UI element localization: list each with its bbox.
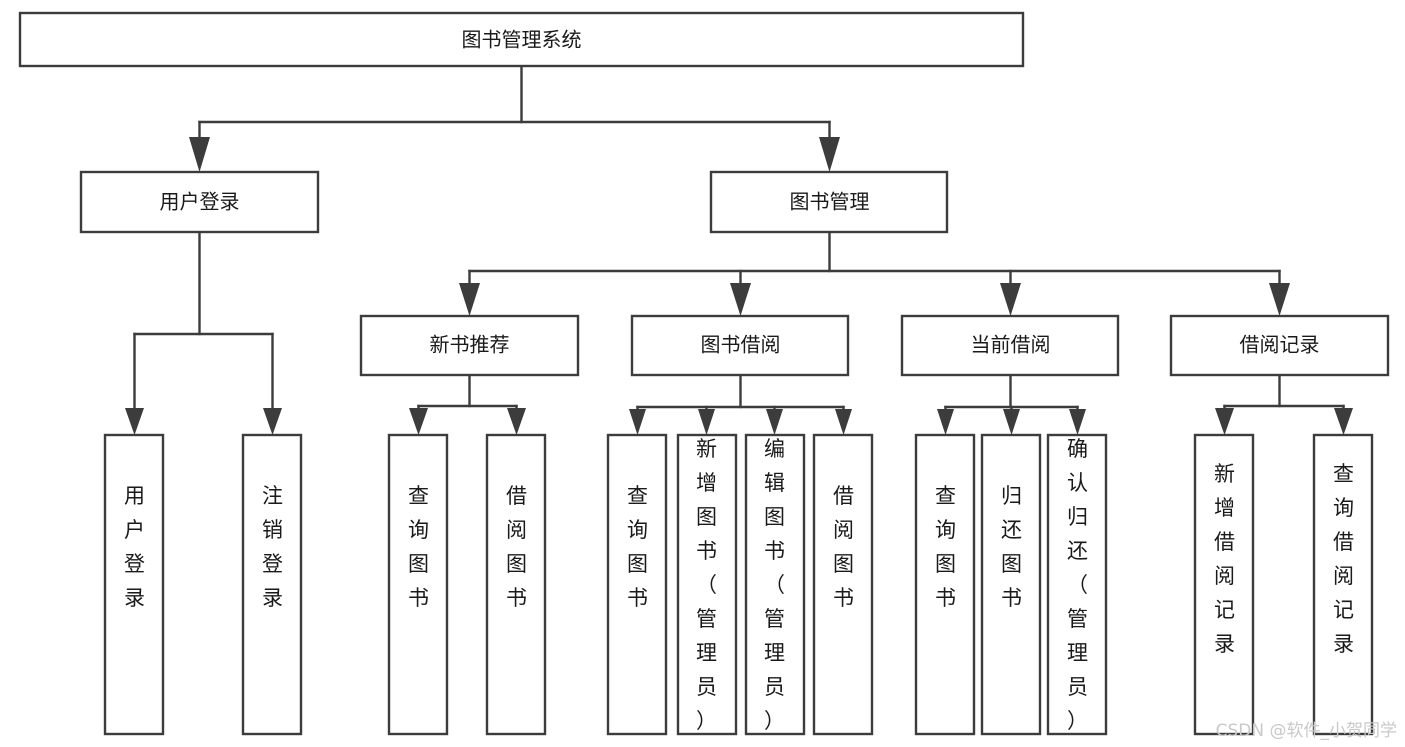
node-book-manage[interactable]: 图书管理 [709,170,949,234]
node-borrow-record[interactable]: 借阅记录 [1169,314,1390,377]
node-leaf-borrow-book[interactable]: 借阅图书 [812,433,874,736]
node-leaf-add-book[interactable]: 新增图书（管理员） [676,433,738,736]
node-book-borrow-box[interactable] [630,314,850,377]
node-leaf-borrow-book-label: 借阅图书 [833,484,854,610]
watermark-text: CSDN @软件_小贺同学 [1215,721,1397,741]
node-leaf-confirm-return-box[interactable] [1046,433,1108,736]
node-user-login-box[interactable] [79,170,320,234]
node-leaf-logout-box[interactable] [241,433,303,736]
node-leaf-query-book-borrow-box[interactable] [606,433,668,736]
leaf-node-layer: 用户登录 注销登录 查询图书 借阅图书 查询图书 新增图书（管理员） [103,433,1374,736]
node-leaf-borrow-book-rec-box[interactable] [485,433,547,736]
node-root[interactable]: 图书管理系统 [18,11,1025,68]
arrow-icon-leaf-logout [263,408,282,435]
node-leaf-return-book-label: 归还图书 [1001,484,1022,610]
node-leaf-confirm-return[interactable]: 确认归还（管理员） [1046,433,1108,736]
node-leaf-borrow-book-rec-label: 借阅图书 [506,484,527,610]
node-leaf-query-book-rec[interactable]: 查询图书 [387,433,449,736]
node-leaf-user-login[interactable]: 用户登录 [103,433,165,736]
node-leaf-return-book-box[interactable] [980,433,1042,736]
node-current-borrow-label: 当前借阅 [971,333,1051,357]
node-leaf-borrow-book-rec[interactable]: 借阅图书 [485,433,547,736]
node-book-manage-label: 图书管理 [790,190,870,214]
node-root-box[interactable] [18,11,1025,68]
arrow-icon-leaf-add-book [698,409,715,435]
node-leaf-query-record-label: 查询借阅记录 [1333,462,1354,656]
node-borrow-record-box[interactable] [1169,314,1390,377]
arrow-icon-leaf-query-book-borrow [629,409,646,435]
arrow-icon-book-borrow [730,283,751,316]
arrow-icon-leaf-query-book-rec [409,408,428,435]
node-book-borrow[interactable]: 图书借阅 [630,314,850,377]
node-root-label: 图书管理系统 [462,28,582,52]
node-leaf-query-book-borrow-label: 查询图书 [627,484,648,610]
node-leaf-query-book-rec-box[interactable] [387,433,449,736]
arrow-icon-new-book-recommend [459,283,480,316]
arrow-icon-borrow-record [1269,283,1290,316]
node-leaf-add-record-label: 新增借阅记录 [1214,462,1235,656]
arrow-icon-leaf-add-record [1215,408,1234,435]
node-leaf-edit-book-box[interactable] [744,433,806,736]
arrow-icon-leaf-borrow-book-rec [507,408,526,435]
node-current-borrow[interactable]: 当前借阅 [900,314,1120,377]
node-leaf-query-record[interactable]: 查询借阅记录 [1312,433,1374,736]
node-new-book-recommend[interactable]: 新书推荐 [359,314,580,377]
node-leaf-borrow-book-box[interactable] [812,433,874,736]
node-leaf-logout[interactable]: 注销登录 [241,433,303,736]
node-current-borrow-box[interactable] [900,314,1120,377]
arrow-icon-leaf-query-record [1334,408,1353,435]
node-leaf-edit-book[interactable]: 编辑图书（管理员） [744,433,806,736]
node-leaf-user-login-box[interactable] [103,433,165,736]
node-book-manage-box[interactable] [709,170,949,234]
node-leaf-user-login-label: 用户登录 [124,484,145,610]
node-leaf-query-record-box[interactable] [1312,433,1374,736]
node-leaf-edit-book-label: 编辑图书（管理员） [764,437,785,733]
node-leaf-query-book-cur-box[interactable] [914,433,976,736]
node-book-borrow-label: 图书借阅 [701,333,781,357]
node-user-login-label: 用户登录 [160,190,240,214]
node-user-login[interactable]: 用户登录 [79,170,320,234]
arrow-icon-leaf-return-book [1003,409,1020,435]
arrow-icon-book-manage [819,137,840,172]
node-leaf-confirm-return-label: 确认归还（管理员） [1067,437,1088,733]
node-new-book-recommend-label: 新书推荐 [430,333,510,357]
node-leaf-logout-label: 注销登录 [262,484,283,610]
arrow-icon-leaf-query-book-cur [937,409,954,435]
node-leaf-return-book[interactable]: 归还图书 [980,433,1042,736]
arrow-icon-leaf-user-login [125,408,144,435]
node-leaf-query-book-cur-label: 查询图书 [935,484,956,610]
arrow-icon-current-borrow [1000,283,1021,316]
node-leaf-add-record[interactable]: 新增借阅记录 [1193,433,1255,736]
arrowhead-layer [125,137,1353,435]
node-leaf-add-book-box[interactable] [676,433,738,736]
node-borrow-record-label: 借阅记录 [1240,333,1320,357]
node-leaf-query-book-cur[interactable]: 查询图书 [914,433,976,736]
node-new-book-recommend-box[interactable] [359,314,580,377]
node-leaf-query-book-borrow[interactable]: 查询图书 [606,433,668,736]
arrow-icon-user-login [189,137,210,172]
arrow-icon-leaf-confirm-return [1069,409,1086,435]
arrow-icon-leaf-borrow-book [835,409,852,435]
node-leaf-query-book-rec-label: 查询图书 [408,484,429,610]
node-leaf-add-book-label: 新增图书（管理员） [696,437,717,733]
arrow-icon-leaf-edit-book [766,409,783,435]
node-leaf-add-record-box[interactable] [1193,433,1255,736]
